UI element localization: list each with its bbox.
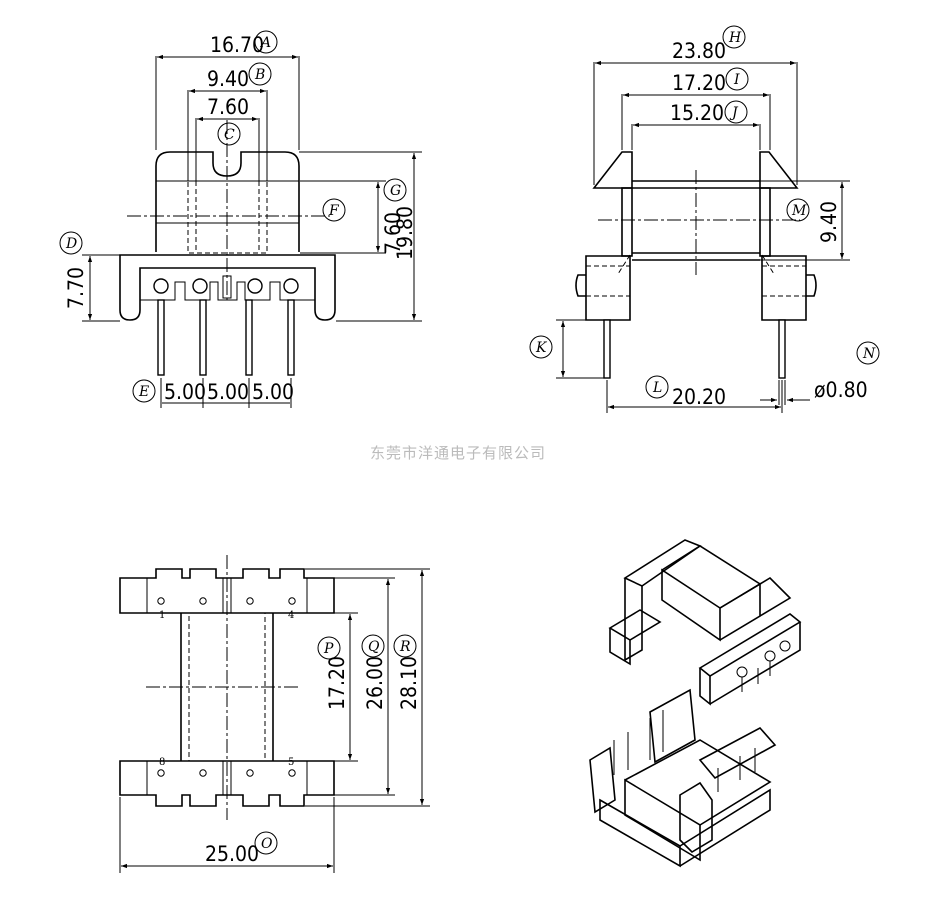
dim-p-value: 17.20 bbox=[325, 656, 349, 710]
svg-text:A: A bbox=[259, 35, 271, 51]
svg-text:N: N bbox=[862, 346, 876, 362]
label-q: Q bbox=[361, 634, 385, 658]
svg-text:J: J bbox=[729, 105, 739, 121]
pin-number-5: 5 bbox=[288, 757, 294, 768]
dim-b-value: 9.40 bbox=[207, 67, 249, 91]
svg-text:D: D bbox=[65, 236, 77, 252]
dim-e1-value: 5.00 bbox=[164, 380, 206, 404]
side-view: 23.80 17.20 15.20 9.40 20.20 ø0.80 bbox=[556, 39, 868, 413]
dim-o-value: 25.00 bbox=[205, 842, 259, 866]
label-g: G bbox=[383, 178, 407, 202]
label-h: H bbox=[722, 25, 746, 49]
svg-text:G: G bbox=[390, 183, 401, 199]
dim-n-value: ø0.80 bbox=[814, 378, 868, 402]
dim-f-value: 7.60 bbox=[381, 212, 405, 254]
watermark-text: 东莞市洋通电子有限公司 bbox=[370, 444, 546, 462]
label-f: F bbox=[322, 198, 346, 222]
dim-g-value: 19.80 bbox=[393, 206, 417, 260]
front-pins bbox=[153, 275, 299, 376]
label-m: M bbox=[786, 198, 810, 222]
dim-j-value: 15.20 bbox=[670, 101, 724, 125]
dim-i-value: 17.20 bbox=[672, 71, 726, 95]
svg-text:O: O bbox=[261, 836, 273, 852]
isometric-top-view bbox=[608, 539, 802, 706]
label-k: K bbox=[529, 335, 553, 359]
dim-c-value: 7.60 bbox=[207, 95, 249, 119]
label-l: L bbox=[645, 375, 669, 399]
dim-m-value: 9.40 bbox=[817, 201, 841, 243]
front-view: 16.70 9.40 7.60 7.60 19.80 7.70 5.00 5.0… bbox=[64, 33, 422, 408]
dim-e2-value: 5.00 bbox=[207, 380, 249, 404]
svg-text:C: C bbox=[224, 127, 235, 143]
svg-text:R: R bbox=[399, 639, 411, 655]
pin-number-4: 4 bbox=[288, 610, 294, 621]
dim-r-value: 28.10 bbox=[397, 656, 421, 710]
dim-e3-value: 5.00 bbox=[252, 380, 294, 404]
pin-number-1: 1 bbox=[159, 610, 165, 621]
label-o: O bbox=[254, 831, 278, 855]
dimension-labels: A B C D E F G H I J K L M N O P Q R bbox=[59, 25, 880, 855]
label-n: N bbox=[856, 341, 880, 365]
label-a: A bbox=[254, 30, 278, 54]
dim-h-value: 23.80 bbox=[672, 39, 726, 63]
dim-l-value: 20.20 bbox=[672, 385, 726, 409]
svg-text:H: H bbox=[728, 30, 742, 46]
svg-text:M: M bbox=[791, 203, 807, 219]
bottom-view: 1 4 8 5 17.20 26.00 28.10 25.00 bbox=[119, 555, 430, 873]
svg-text:L: L bbox=[652, 380, 662, 396]
svg-text:B: B bbox=[254, 67, 265, 83]
label-i: I bbox=[725, 67, 749, 91]
label-e: E bbox=[132, 379, 156, 403]
label-r: R bbox=[393, 634, 417, 658]
label-j: J bbox=[724, 100, 748, 124]
svg-text:P: P bbox=[323, 641, 334, 657]
svg-text:I: I bbox=[733, 72, 740, 88]
label-p: P bbox=[317, 636, 341, 660]
svg-text:K: K bbox=[535, 340, 548, 356]
label-b: B bbox=[248, 62, 272, 86]
label-c: C bbox=[217, 122, 241, 146]
svg-text:F: F bbox=[328, 203, 340, 219]
pin-number-8: 8 bbox=[159, 757, 165, 768]
label-d: D bbox=[59, 231, 83, 255]
dim-d-value: 7.70 bbox=[64, 267, 88, 309]
dim-q-value: 26.00 bbox=[363, 656, 387, 710]
svg-text:Q: Q bbox=[368, 639, 380, 655]
isometric-bottom-view bbox=[589, 688, 777, 868]
svg-text:E: E bbox=[138, 384, 149, 400]
